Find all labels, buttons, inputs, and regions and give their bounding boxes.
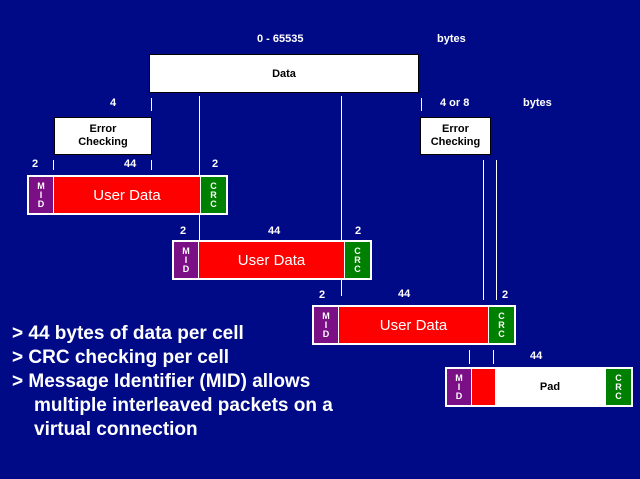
header-error-checking-box: Error Checking xyxy=(54,117,152,155)
mid-letter: D xyxy=(455,390,463,401)
crc-letter: R xyxy=(498,319,505,330)
range-label: 0 - 65535 xyxy=(257,33,304,45)
mid-letter: M xyxy=(455,372,463,383)
cell-1-crc-size: 2 xyxy=(212,158,219,170)
crc-letter: C xyxy=(498,310,505,321)
bullet-list: > 44 bytes of data per cell > CRC checki… xyxy=(12,322,333,442)
last-cell-crc: C R C xyxy=(605,369,631,405)
crc-letter: R xyxy=(210,189,217,200)
mid-letter: M xyxy=(322,310,330,321)
trailer-error-checking-box: Error Checking xyxy=(420,117,491,155)
last-cell-pad: Pad xyxy=(495,369,605,405)
last-cell: M I D Pad C R C xyxy=(445,367,633,407)
header-error-label: Error xyxy=(89,123,117,135)
crc-letter: C xyxy=(615,390,622,401)
mid-letter: D xyxy=(182,263,190,274)
cell-1: M I D User Data C R C xyxy=(27,175,228,215)
cell-1-mid: M I D xyxy=(29,177,54,213)
cell-3-data-size: 44 xyxy=(398,288,411,300)
bullet-item: > Message Identifier (MID) allows xyxy=(12,371,311,392)
bullet-continuation: virtual connection xyxy=(34,419,198,440)
trailer-size-label: 4 or 8 xyxy=(440,97,470,109)
last-cell-mid: M I D xyxy=(447,369,472,405)
mid-letter: M xyxy=(37,180,45,191)
cell-3: M I D User Data C R C xyxy=(312,305,516,345)
cell-1-mid-size: 2 xyxy=(32,158,39,170)
crc-letter: C xyxy=(498,328,505,339)
cell-3-user-data: User Data xyxy=(339,307,488,343)
cell-2-mid-size: 2 xyxy=(180,225,187,237)
mid-letter: D xyxy=(322,328,330,339)
data-box: Data xyxy=(149,54,419,93)
crc-letter: C xyxy=(210,180,217,191)
cell-2-data-size: 44 xyxy=(268,225,281,237)
cell-3-crc-size: 2 xyxy=(502,289,509,301)
trailer-checking-label: Checking xyxy=(430,136,481,148)
cell-2-crc-size: 2 xyxy=(355,225,362,237)
guide-line xyxy=(493,350,494,364)
guide-line xyxy=(496,160,497,300)
crc-letter: C xyxy=(354,263,361,274)
last-cell-size: 44 xyxy=(530,350,543,362)
cell-1-crc: C R C xyxy=(200,177,226,213)
cell-2-user-data: User Data xyxy=(199,242,344,278)
last-cell-user-data xyxy=(472,369,495,405)
bytes-label-top: bytes xyxy=(437,33,466,45)
cell-2-mid: M I D xyxy=(174,242,199,278)
mid-letter: M xyxy=(182,245,190,256)
mid-letter: I xyxy=(39,189,43,200)
cell-1-user-data: User Data xyxy=(54,177,200,213)
mid-letter: I xyxy=(457,381,461,392)
crc-letter: C xyxy=(615,372,622,383)
header-checking-label: Checking xyxy=(78,136,128,148)
crc-letter: R xyxy=(615,381,622,392)
mid-letter: I xyxy=(324,319,328,330)
bullet-item: > CRC checking per cell xyxy=(12,347,229,368)
mid-letter: D xyxy=(37,198,45,209)
guide-line xyxy=(469,350,470,364)
cell-2: M I D User Data C R C xyxy=(172,240,372,280)
bullet-continuation: multiple interleaved packets on a xyxy=(34,395,333,416)
cell-2-crc: C R C xyxy=(344,242,370,278)
guide-line xyxy=(151,160,152,170)
cell-3-mid: M I D xyxy=(314,307,339,343)
guide-line xyxy=(151,98,152,111)
cell-1-data-size: 44 xyxy=(124,158,137,170)
crc-letter: C xyxy=(210,198,217,209)
guide-line xyxy=(341,96,342,296)
header-size-label: 4 xyxy=(110,97,117,109)
trailer-error-label: Error xyxy=(442,123,469,135)
mid-letter: I xyxy=(184,254,188,265)
bullet-item: > 44 bytes of data per cell xyxy=(12,323,244,344)
bytes-label-mid: bytes xyxy=(523,97,552,109)
guide-line xyxy=(53,160,54,170)
data-label: Data xyxy=(272,67,296,80)
cell-3-mid-size: 2 xyxy=(319,289,326,301)
cell-3-crc: C R C xyxy=(488,307,514,343)
guide-line xyxy=(483,160,484,300)
guide-line xyxy=(421,98,422,111)
crc-letter: R xyxy=(354,254,361,265)
crc-letter: C xyxy=(354,245,361,256)
